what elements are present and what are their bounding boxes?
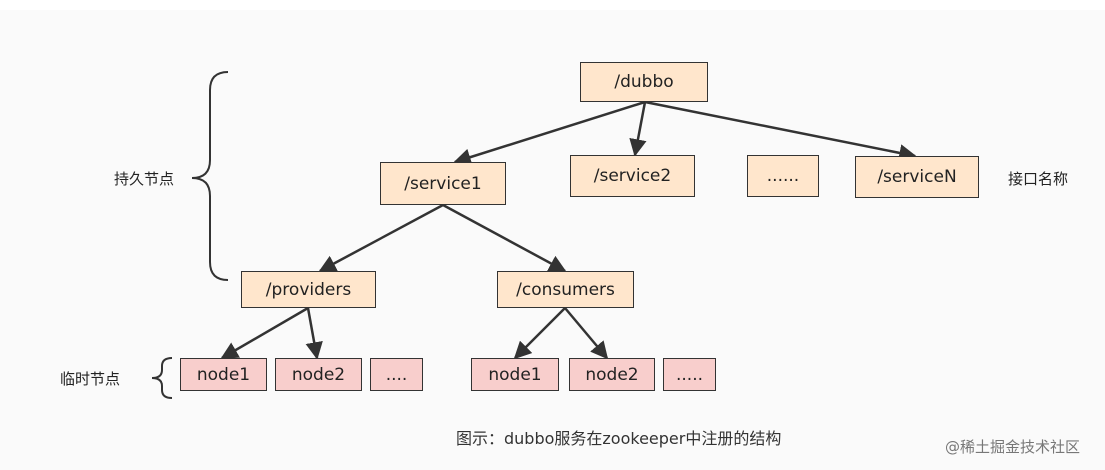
edge-root-service1 — [453, 100, 646, 166]
edge-service1-consumers — [442, 203, 567, 273]
node-service1: /service1 — [380, 162, 506, 205]
node-provider-node2: node2 — [275, 358, 362, 391]
node-service2: /service2 — [570, 155, 695, 197]
figure-caption: 图示：dubbo服务在zookeeper中注册的结构 — [456, 429, 782, 448]
ephemeral-brace — [151, 357, 173, 399]
edge-providers-node2 — [305, 307, 323, 360]
edge-providers-node1 — [220, 306, 309, 360]
edge-root-service2 — [629, 101, 647, 157]
source-credit: @稀土掘金技术社区 — [945, 438, 1081, 456]
label-interface-name: 接口名称 — [1008, 170, 1069, 188]
edge-consumers-node2 — [564, 307, 609, 360]
node-dubbo-root: /dubbo — [580, 62, 708, 102]
label-ephemeral-nodes: 临时节点 — [60, 370, 121, 388]
edge-consumers-node1 — [513, 307, 566, 360]
node-providers: /providers — [241, 271, 376, 308]
node-consumer-ellipsis: ..... — [663, 358, 716, 391]
node-service-ellipsis: ...... — [747, 155, 819, 197]
edge-root-serviceN — [644, 100, 917, 162]
top-band — [0, 0, 1105, 10]
persistent-brace — [191, 71, 229, 281]
label-persistent-nodes: 持久节点 — [114, 170, 175, 188]
edge-service1-providers — [318, 203, 444, 273]
node-consumer-node1: node1 — [471, 358, 559, 391]
node-provider-ellipsis: .... — [370, 358, 423, 391]
node-provider-node1: node1 — [180, 358, 267, 391]
node-consumer-node2: node2 — [569, 358, 655, 391]
node-consumers: /consumers — [497, 271, 634, 308]
node-serviceN: /serviceN — [855, 156, 979, 198]
